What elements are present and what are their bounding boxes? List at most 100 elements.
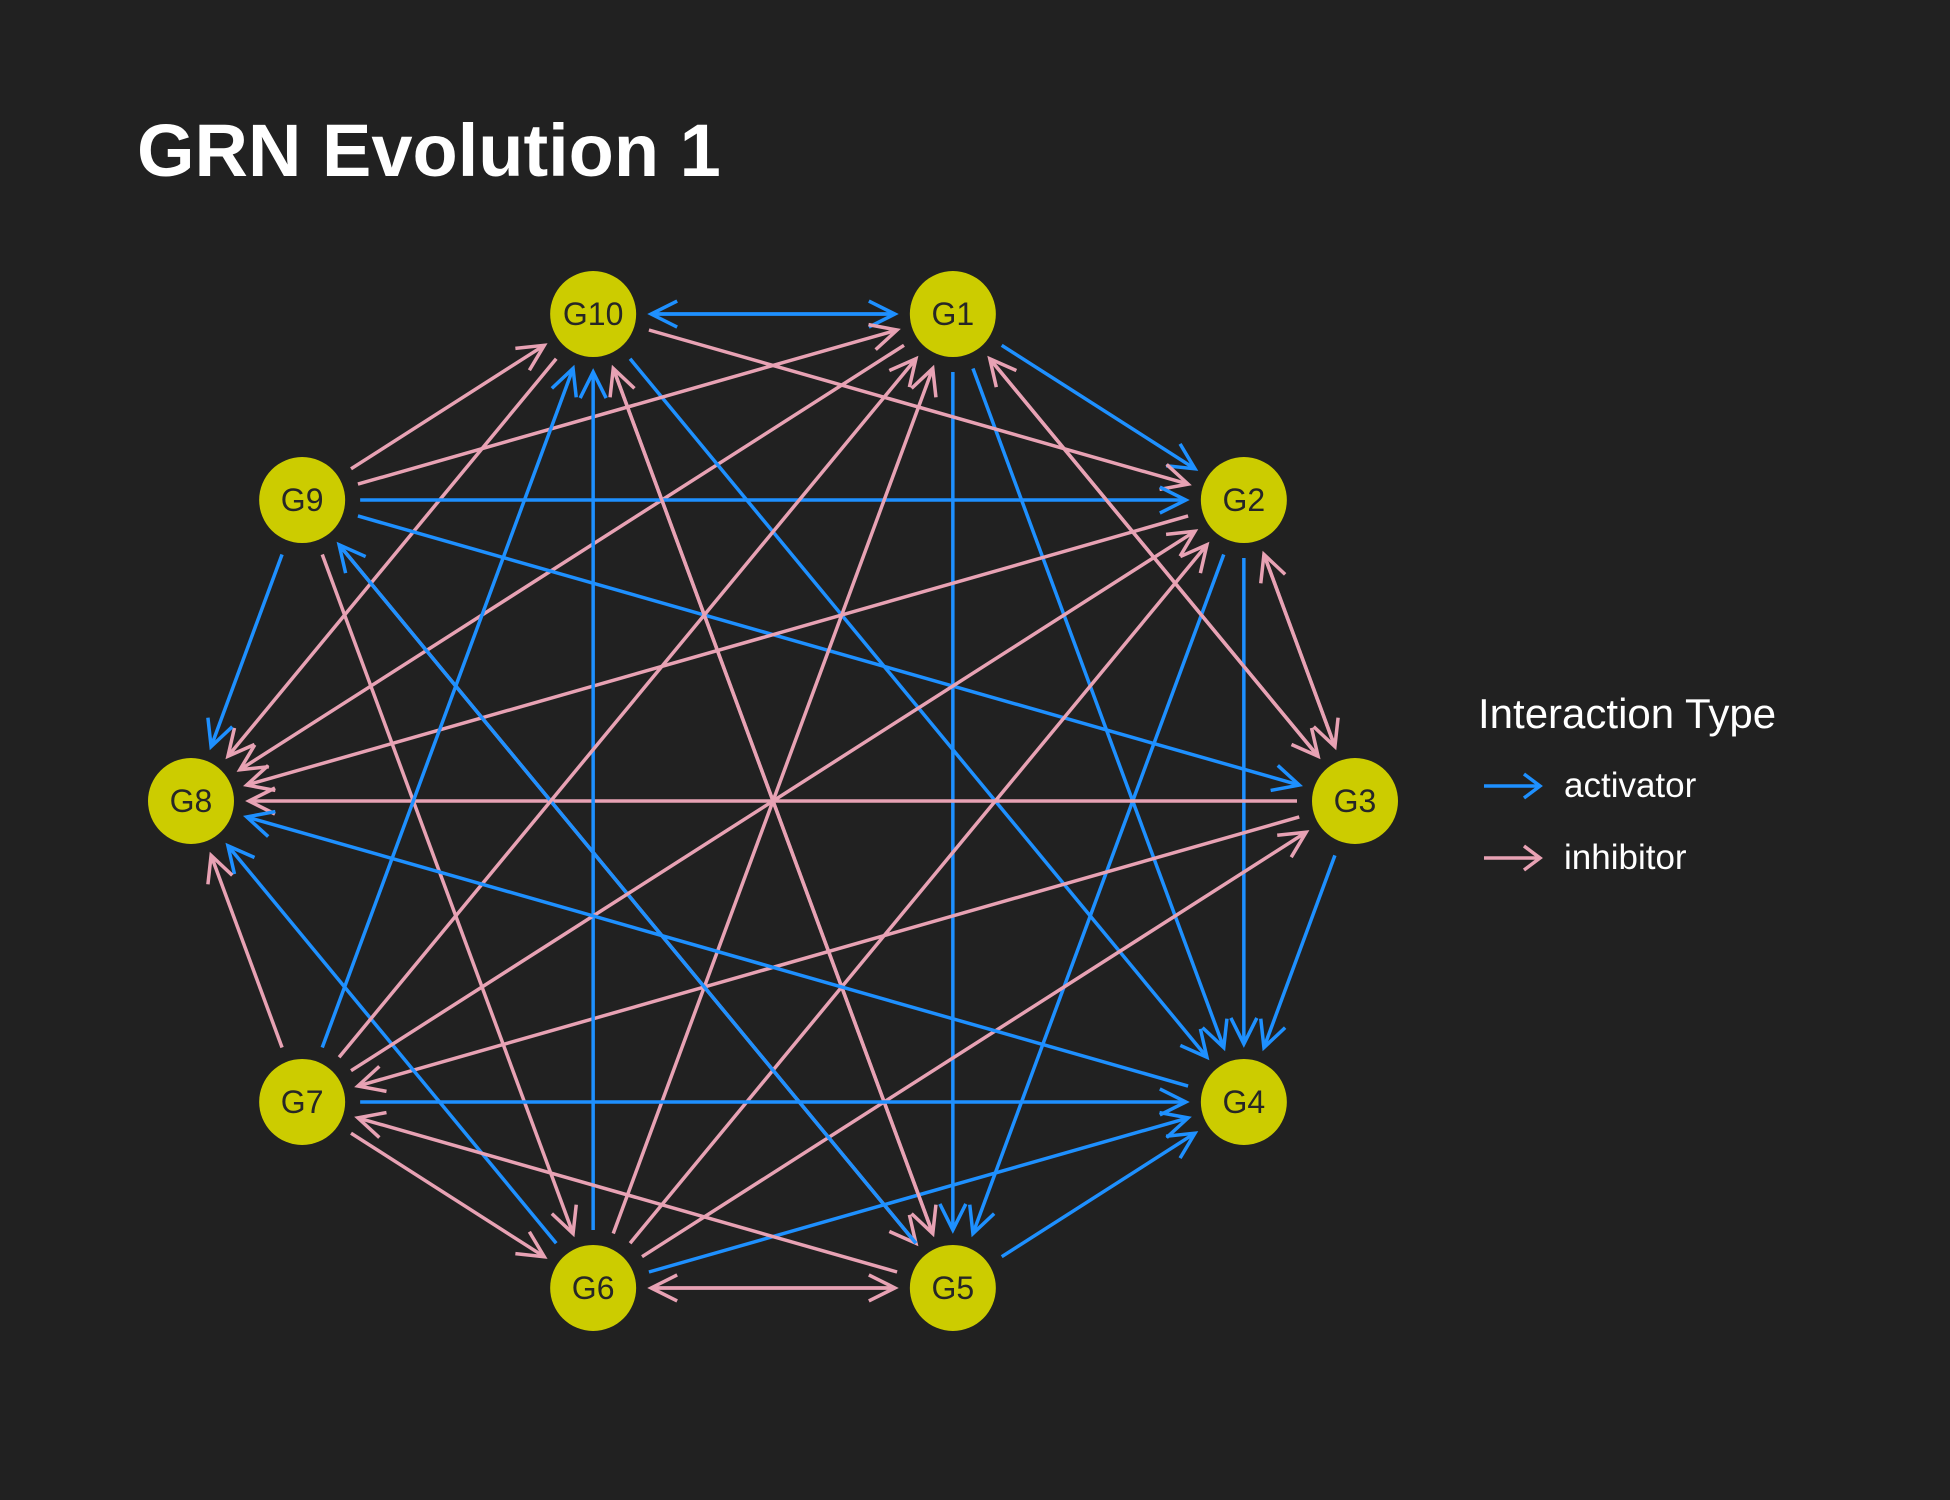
edge-g6-to-g3 xyxy=(641,830,1310,1259)
node-label: G9 xyxy=(281,482,324,518)
edge-line xyxy=(320,367,575,1049)
legend-label-inhibitor: inhibitor xyxy=(1564,838,1687,877)
edge-g7-to-g8 xyxy=(206,851,284,1049)
edge-g9-to-g2 xyxy=(360,485,1190,515)
node-label: G2 xyxy=(1223,482,1266,518)
edge-g1-to-g10 xyxy=(647,299,895,329)
edge-g9-to-g10 xyxy=(350,343,548,471)
edge-arrowhead xyxy=(578,368,608,399)
edge-g6-to-g2 xyxy=(628,541,1210,1245)
node-g9: G9 xyxy=(259,457,346,544)
edge-line xyxy=(350,529,1196,1073)
edge-line xyxy=(226,357,558,758)
edge-arrowhead xyxy=(1165,529,1199,558)
edge-line xyxy=(357,1116,898,1274)
node-g5: G5 xyxy=(909,1244,996,1331)
legend: Interaction Type activator inhibitor xyxy=(1478,690,1776,894)
node-circle xyxy=(1200,457,1287,544)
edge-g1-to-g8 xyxy=(236,343,905,772)
edge-arrowhead xyxy=(1201,1018,1229,1052)
edge-line xyxy=(209,854,284,1049)
edge-line xyxy=(1000,1131,1196,1259)
edge-g7-to-g2 xyxy=(350,529,1199,1073)
edge-g10-to-g8 xyxy=(225,357,558,760)
edge-arrowhead xyxy=(243,809,276,838)
edge-arrowhead xyxy=(1159,1087,1190,1117)
edge-line xyxy=(1262,553,1337,748)
edge-arrowhead xyxy=(968,1204,996,1238)
edge-arrowhead xyxy=(1259,1018,1287,1052)
edge-g9-to-g8 xyxy=(206,553,284,751)
edge-line xyxy=(246,815,1189,1088)
node-circle xyxy=(909,271,996,358)
edge-g2-to-g5 xyxy=(968,553,1226,1238)
edge-arrowhead xyxy=(515,343,548,372)
edge-arrowhead xyxy=(245,786,276,816)
legend-item-activator: activator xyxy=(1478,750,1776,822)
edge-line xyxy=(971,553,1226,1235)
edge-arrowhead xyxy=(910,364,938,398)
edge-g1-to-g4 xyxy=(971,367,1229,1052)
edge-arrowhead xyxy=(1159,485,1190,515)
node-label: G4 xyxy=(1223,1084,1266,1120)
edge-g9-to-g6 xyxy=(320,553,578,1238)
activator-arrow-icon xyxy=(1484,772,1543,800)
edge-line xyxy=(641,830,1308,1259)
legend-title: Interaction Type xyxy=(1478,690,1777,737)
edge-arrowhead xyxy=(1165,1131,1199,1160)
edge-arrowhead xyxy=(1277,830,1310,859)
node-circle xyxy=(148,758,234,844)
edge-arrowhead xyxy=(608,364,636,398)
inhibitor-arrow-icon xyxy=(1484,844,1543,872)
node-g10: G10 xyxy=(550,271,637,358)
graph-title: GRN Evolution 1 xyxy=(137,109,721,192)
node-g7: G7 xyxy=(259,1058,346,1145)
edge-arrowhead xyxy=(888,355,919,388)
node-label: G10 xyxy=(563,296,623,332)
edge-arrowhead xyxy=(225,727,256,760)
legend-label-activator: activator xyxy=(1564,766,1697,805)
node-label: G8 xyxy=(170,783,213,819)
node-circle xyxy=(550,271,637,358)
edge-arrowhead xyxy=(1179,541,1210,574)
edge-arrowhead xyxy=(1179,1028,1210,1061)
edge-line xyxy=(971,367,1226,1049)
edge-arrowhead xyxy=(1270,764,1303,793)
edge-arrowhead xyxy=(243,764,276,793)
node-label: G1 xyxy=(932,296,975,332)
edge-g7-to-g10 xyxy=(320,364,578,1049)
node-g4: G4 xyxy=(1200,1058,1287,1145)
edge-g5-to-g7 xyxy=(354,1110,898,1274)
legend-item-inhibitor: inhibitor xyxy=(1478,822,1776,894)
node-g3: G3 xyxy=(1312,758,1398,844)
edge-arrowhead xyxy=(206,717,234,751)
edge-arrowhead xyxy=(515,1230,548,1259)
node-label: G7 xyxy=(281,1084,324,1120)
edge-arrowhead xyxy=(354,1065,387,1094)
edge-arrowhead xyxy=(1159,1110,1192,1139)
edge-arrowhead xyxy=(647,299,678,329)
edge-line xyxy=(350,343,546,471)
node-circle xyxy=(259,457,346,544)
edge-arrowhead xyxy=(225,842,256,875)
node-label: G5 xyxy=(932,1270,975,1306)
node-circle xyxy=(1200,1058,1287,1145)
edge-g7-to-g6 xyxy=(350,1131,548,1259)
edge-arrowhead xyxy=(1259,550,1287,584)
edge-line xyxy=(350,1131,546,1259)
edge-g3-to-g4 xyxy=(1259,854,1337,1052)
edge-line xyxy=(209,553,284,748)
edge-arrowhead xyxy=(1165,442,1199,471)
edge-line xyxy=(238,343,905,772)
edge-arrowhead xyxy=(647,1273,678,1303)
edge-line xyxy=(320,553,575,1235)
edge-g7-to-g4 xyxy=(360,1087,1190,1117)
edge-arrowhead xyxy=(1159,463,1192,492)
edge-arrowhead xyxy=(236,743,269,772)
node-g2: G2 xyxy=(1200,457,1287,544)
edge-line xyxy=(1000,343,1196,471)
edge-g1-to-g2 xyxy=(1000,343,1199,471)
edge-arrowhead xyxy=(336,541,367,574)
